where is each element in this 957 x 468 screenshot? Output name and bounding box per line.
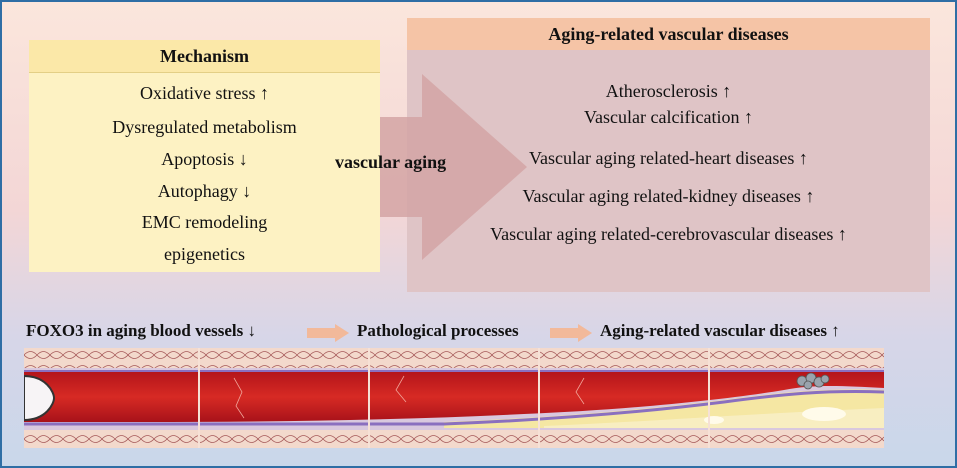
mechanism-item-autophagy: Autophagy ↓ xyxy=(157,181,252,201)
mechanism-item-oxidative-stress: Oxidative stress ↑ xyxy=(140,83,269,103)
flow-step-diseases: Aging-related vascular diseases ↑ xyxy=(600,321,840,340)
flow-arrow-2 xyxy=(550,324,592,342)
mechanism-item-apoptosis: Apoptosis ↓ xyxy=(161,149,248,169)
flow-arrow-1 xyxy=(307,324,349,342)
disease-item-calcification: Vascular calcification ↑ xyxy=(584,107,753,127)
flow-step-pathological: Pathological processes xyxy=(357,321,519,340)
disease-item-cerebrovascular: Vascular aging related-cerebrovascular d… xyxy=(490,224,847,244)
diseases-panel: Aging-related vascular diseases Atherosc… xyxy=(407,18,930,292)
mechanism-item-metabolism: Dysregulated metabolism xyxy=(112,117,297,137)
mechanism-item-epigenetics: epigenetics xyxy=(164,244,245,264)
mechanism-panel: Mechanism Oxidative stress ↑ Dysregulate… xyxy=(29,40,380,272)
flow-step-foxo3: FOXO3 in aging blood vessels ↓ xyxy=(26,321,257,340)
disease-item-heart: Vascular aging related-heart diseases ↑ xyxy=(529,148,808,168)
disease-item-kidney: Vascular aging related-kidney diseases ↑ xyxy=(522,186,815,206)
vascular-aging-label: vascular aging xyxy=(335,152,447,172)
mechanism-title: Mechanism xyxy=(29,40,380,73)
disease-item-atherosclerosis: Atherosclerosis ↑ xyxy=(605,81,732,101)
blood-vessel-illustration xyxy=(24,348,884,448)
mechanism-item-emc-remodeling: EMC remodeling xyxy=(141,212,268,232)
diseases-title: Aging-related vascular diseases xyxy=(407,18,930,50)
